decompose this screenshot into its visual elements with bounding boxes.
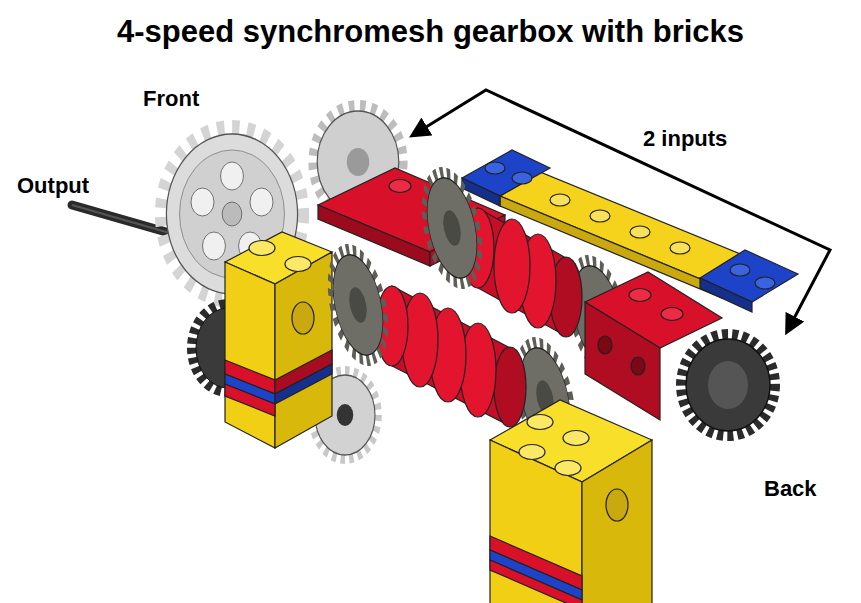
yellow-brick xyxy=(225,232,332,448)
diagram-title: 4-speed synchromesh gearbox with bricks xyxy=(0,14,861,50)
yellow-brick xyxy=(490,400,652,603)
part-label: Back xyxy=(764,476,817,502)
part-label: Output xyxy=(17,173,89,199)
tire xyxy=(682,335,774,435)
part-label: 2 inputs xyxy=(643,126,727,152)
input-bracket-arrow xyxy=(418,90,830,326)
red-beam xyxy=(585,272,722,420)
part-label: Front xyxy=(143,86,199,112)
lower-gear-train xyxy=(322,245,582,458)
